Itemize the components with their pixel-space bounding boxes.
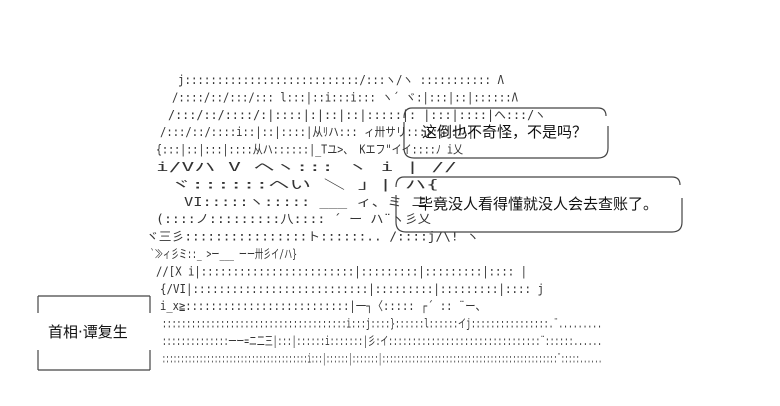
ascii-art-line: VI:::::ヽ::::: ___ ィ、ミ 二 [184, 195, 427, 209]
ascii-art-line: /:::/::/::::/:|::::|:|::|::|:::::|: |:::… [168, 108, 546, 122]
ascii-art-line: /::::/::/:::/::: l:::|::i:::i::: ヽ´ ヾ:|:… [172, 90, 519, 104]
ascii-art-line: i_x≧::::::::::::::::::::::::::|一┐〈::::: … [160, 299, 486, 313]
speech-bubble-2 [395, 176, 683, 233]
ascii-art-line: :::::::::::::::::::::::::::::::::::::::i… [162, 351, 602, 365]
name-box-label: 首相·谭复生 [48, 323, 128, 341]
ascii-art-line: /:::/::/::::i::|::|::::|从ﾘハ::: ィ卅サリ:::}:… [160, 125, 474, 139]
speech-bubble-2-text: 毕竟没人看得懂就没人会去查账了。 [418, 195, 659, 213]
speech-bubble-1-text: 这倒也不奇怪，不是吗？ [422, 123, 588, 141]
ascii-art-line: j:::::::::::::::::::::::::::/:::ヽ/ヽ ::::… [178, 73, 505, 87]
ascii-art-figure: j:::::::::::::::::::::::::::/:::ヽ/ヽ ::::… [146, 73, 602, 365]
ascii-art-line: {:::|::|:::|::::从ハ::::::|_Tユ>、 Kエフ"イイ:::… [156, 143, 463, 157]
name-box [37, 295, 151, 371]
ascii-art-line: ::::::::::::::::::::::::::::::::::::::i:… [162, 317, 602, 331]
ascii-art-line: //[X i|::::::::::::::::::::::::|::::::::… [156, 264, 527, 278]
ascii-art-line: (::::ノ:::::::::八:::: ´ ー ハ¨ヽ彡乂 [156, 212, 431, 226]
ascii-art-line: ::::::::::::::一ー=ニ二三|:::|::::::i:::::::|… [162, 334, 602, 348]
ascii-art-line: ヾ三彡::::::::::::::::ト::::::.. /::::j/\! ヽ [146, 230, 479, 244]
ascii-art-line: {/VI|:::::::::::::::::::::::::::|:::::::… [160, 282, 544, 296]
speech-bubble-1 [403, 107, 609, 159]
ascii-art-line: i/Vハ V ヘヽ::: ヽ i | // [156, 160, 457, 174]
ascii-art-line: ヾ::::::ヘい ＼ 」| ハ{ [170, 177, 439, 191]
ascii-art-line: `≫ィ彡ミ::_ >ー___ ーー卅彡イ/ハ} [150, 247, 297, 261]
